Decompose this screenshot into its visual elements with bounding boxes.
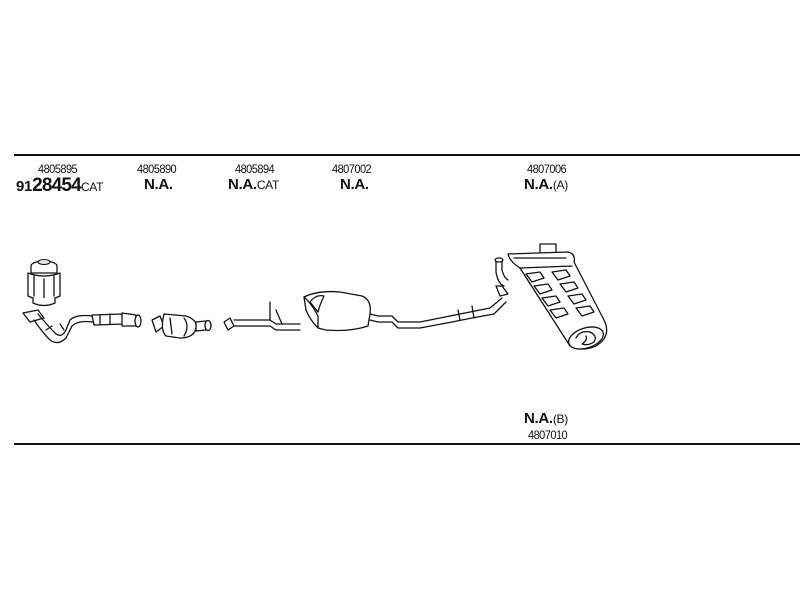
part-code-6-main: N.A. <box>524 410 553 427</box>
part-number-4: 4807002 <box>332 162 372 176</box>
top-rule <box>14 154 800 156</box>
part-code-2: N.A. <box>144 176 173 193</box>
intermediate-catalyst-drawing <box>151 313 212 339</box>
part-number-6: 4807010 <box>528 428 568 442</box>
part-code-1-suffix: CAT <box>80 180 104 194</box>
part-code-5-main: N.A. <box>524 176 553 193</box>
part-number-1: 4805895 <box>38 162 78 176</box>
part-code-4-main: N.A. <box>340 176 369 193</box>
part-number-5: 4807006 <box>527 162 567 176</box>
rear-pipe-drawing <box>449 285 509 323</box>
rear-silencer-drawing <box>494 243 608 350</box>
part-number-2: 4805890 <box>137 162 177 176</box>
center-muffler-drawing <box>223 290 453 332</box>
part-code-6: N.A.(B) <box>524 410 568 427</box>
part-code-2-main: N.A. <box>144 176 173 193</box>
part-number-3: 4805894 <box>235 162 275 176</box>
part-code-4: N.A. <box>340 176 369 193</box>
front-pipe-drawing <box>22 309 142 344</box>
part-code-1-main: 28454 <box>32 175 82 196</box>
bottom-rule <box>14 443 800 445</box>
part-code-3: N.A.CAT <box>228 176 279 193</box>
part-code-5: N.A.(A) <box>524 176 568 193</box>
part-code-6-suffix: (B) <box>552 412 568 426</box>
part-code-1-prefix: 91 <box>16 178 33 195</box>
catalytic-converter-drawing <box>27 258 61 307</box>
part-code-3-main: N.A. <box>228 176 257 193</box>
part-code-5-suffix: (A) <box>552 178 568 192</box>
part-code-1: 9128454CAT <box>16 175 103 197</box>
part-code-3-suffix: CAT <box>256 178 280 192</box>
